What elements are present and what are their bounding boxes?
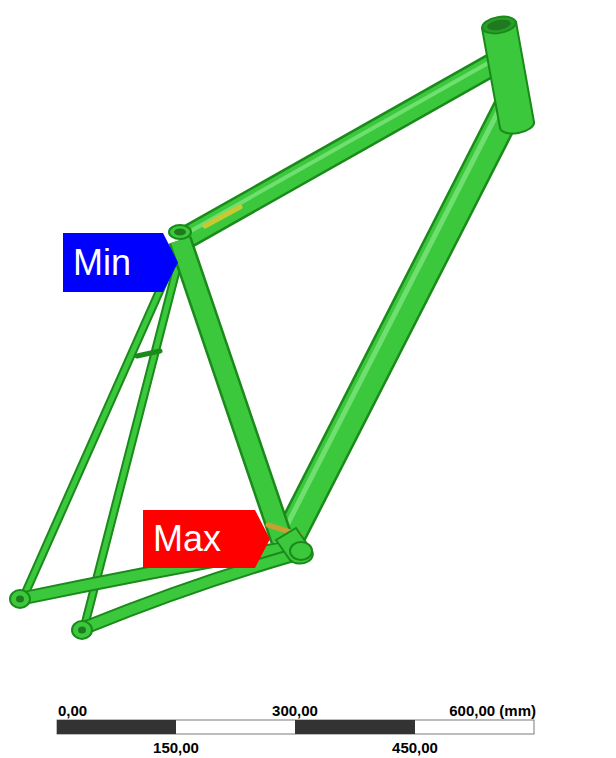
scale-value: 600,00 (mm) bbox=[449, 703, 536, 718]
scale-value: 300,00 bbox=[272, 703, 318, 718]
max-flag: Max bbox=[143, 510, 270, 568]
scale-value: 450,00 bbox=[392, 740, 438, 755]
scale-value: 150,00 bbox=[153, 740, 199, 755]
flag-label: Max bbox=[153, 521, 221, 557]
scale-value: 0,00 bbox=[58, 703, 87, 718]
min-flag: Min bbox=[63, 233, 178, 292]
flag-label: Min bbox=[73, 245, 131, 281]
